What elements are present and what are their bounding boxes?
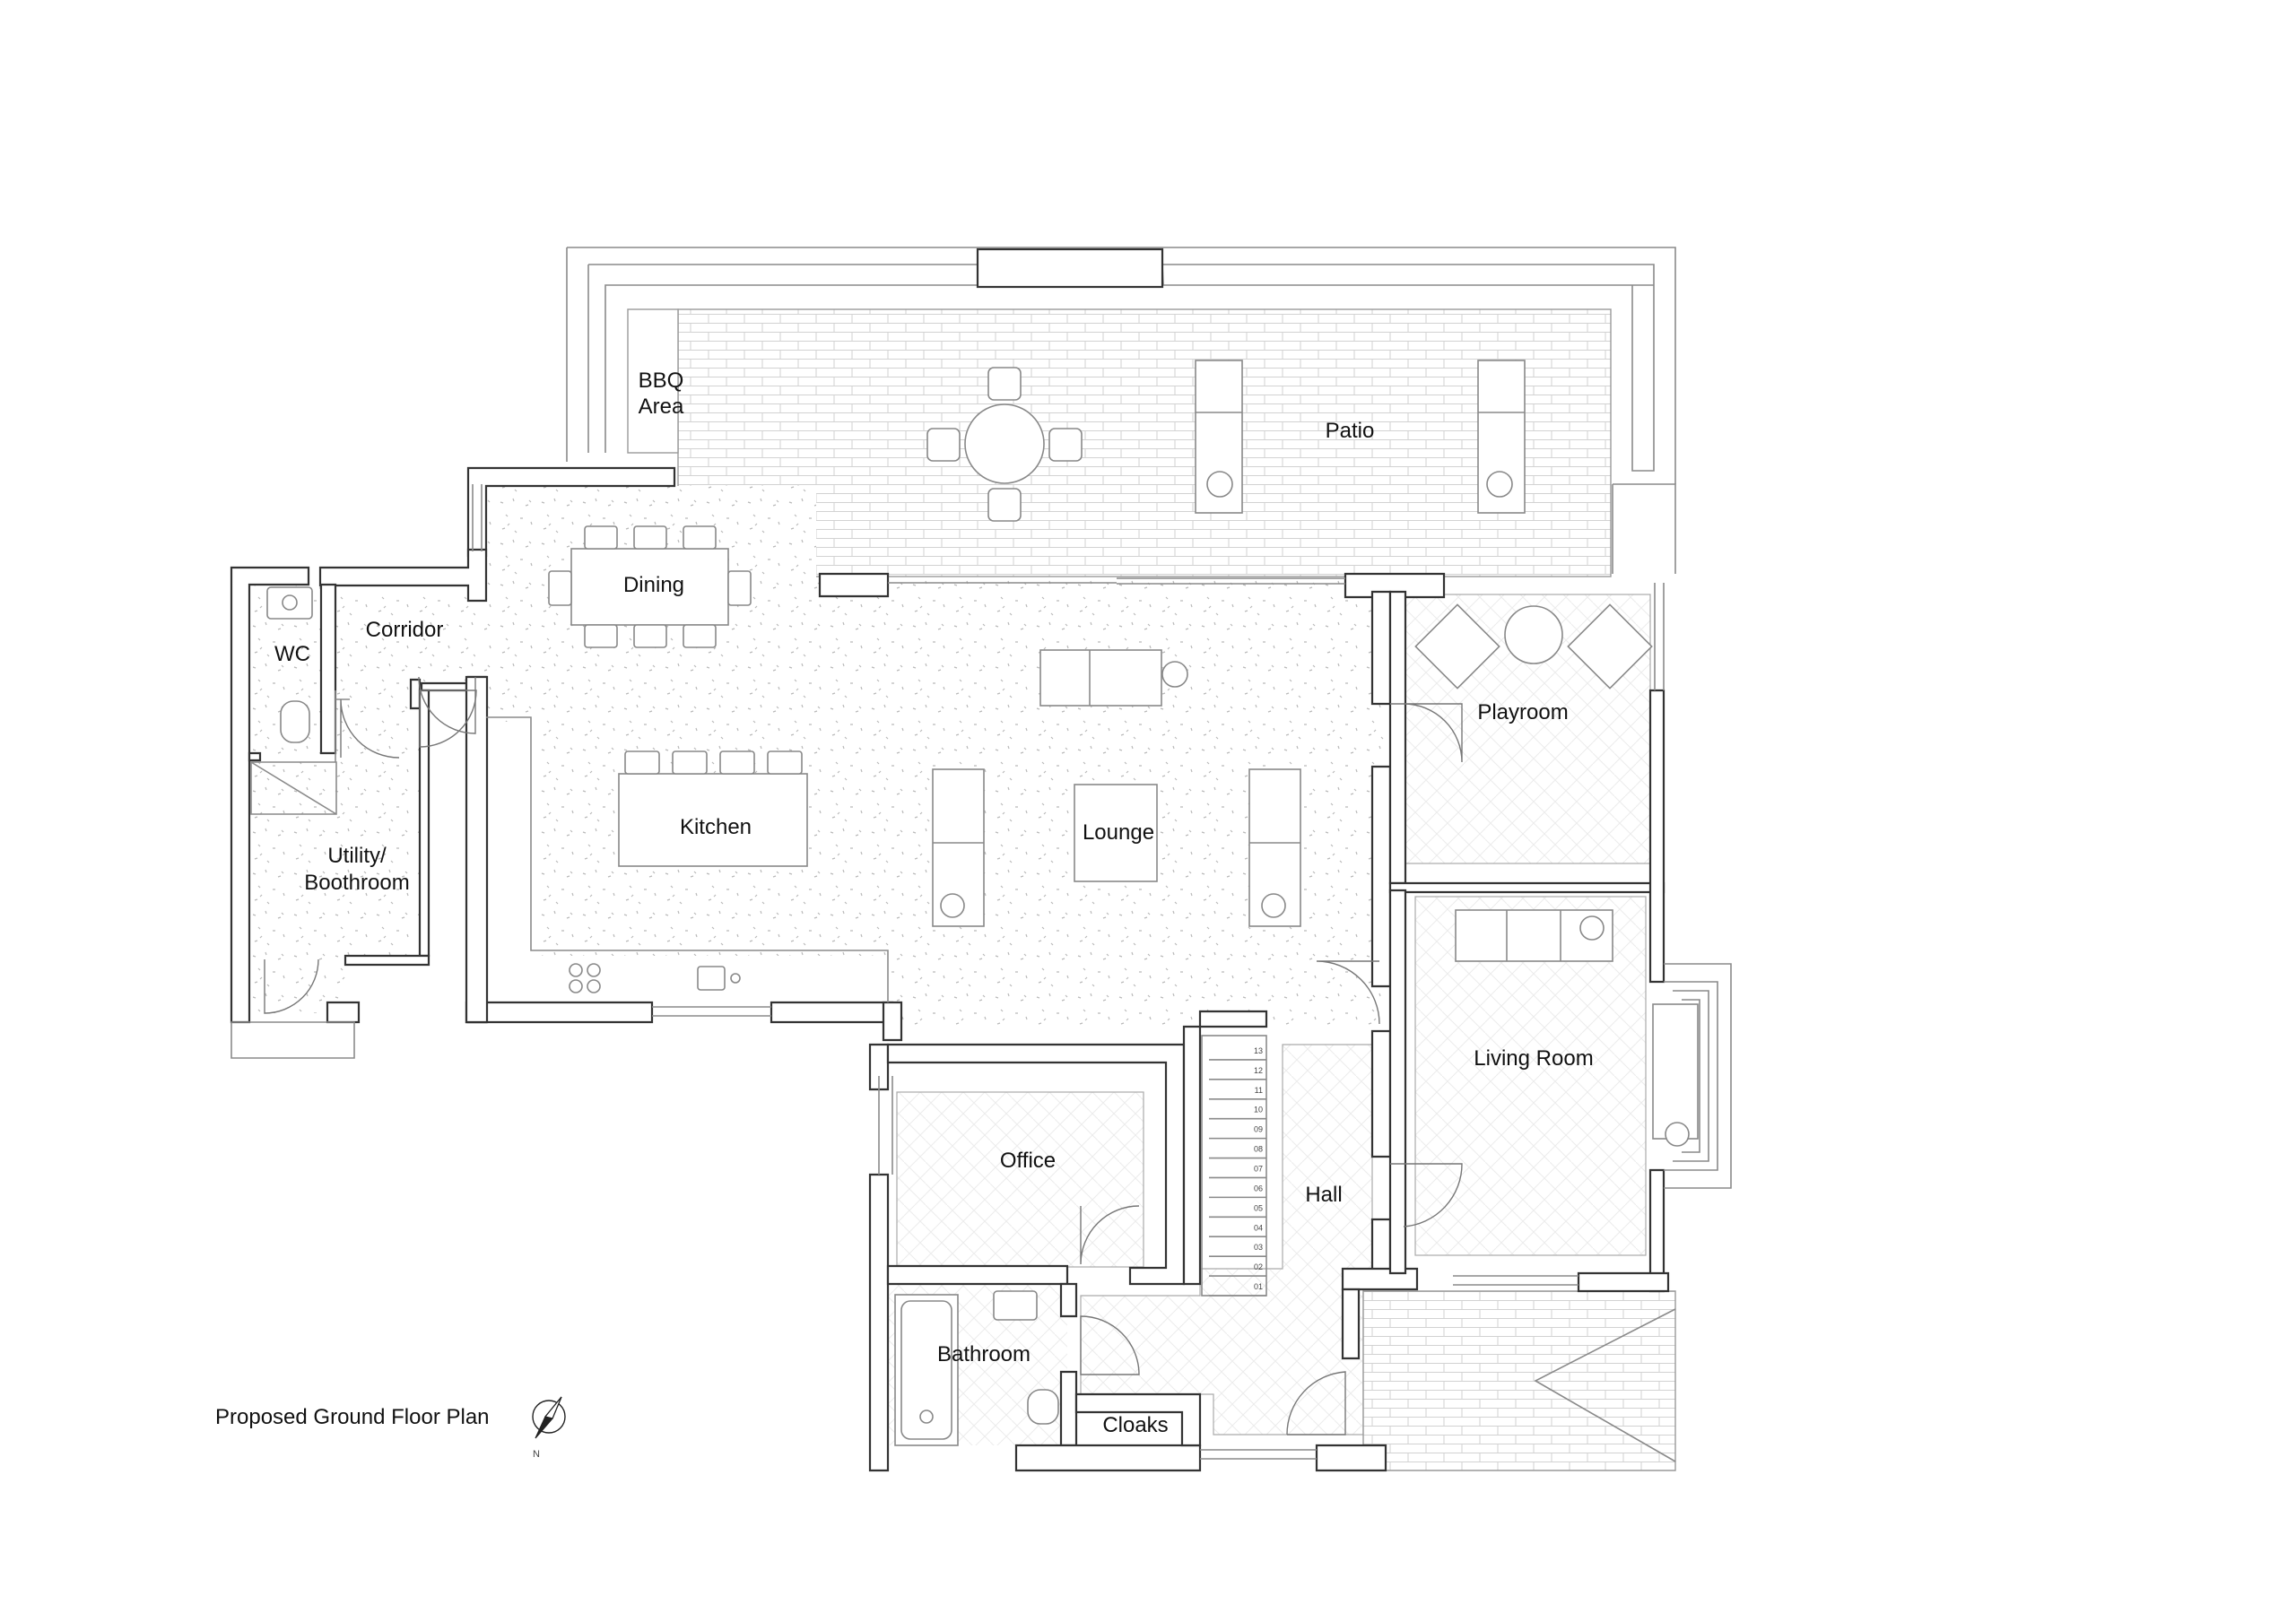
kitchen-label: Kitchen xyxy=(680,815,752,839)
office-label: Office xyxy=(1000,1149,1056,1173)
sun-lounger xyxy=(1477,360,1526,514)
staircase: 13 12 11 10 09 08 07 06 05 04 03 02 01 xyxy=(1201,1035,1267,1297)
kitchen-island xyxy=(618,750,808,867)
windows xyxy=(472,484,1665,1460)
bbq-label: BBQ xyxy=(639,369,684,393)
stair-step-number: 08 xyxy=(1254,1145,1263,1154)
north-arrow-icon: N xyxy=(532,1396,566,1460)
stair-step-number: 06 xyxy=(1254,1184,1263,1193)
coffee-table xyxy=(1074,784,1158,882)
stair-step-number: 02 xyxy=(1254,1262,1263,1271)
wc-fixtures xyxy=(250,586,337,815)
lounge-label: Lounge xyxy=(1083,820,1154,845)
playroom-label: Playroom xyxy=(1477,700,1568,724)
stair-step-number: 05 xyxy=(1254,1203,1263,1212)
kitchen-worktop xyxy=(569,963,741,993)
office-floor xyxy=(896,1091,1144,1268)
corridor-label: Corridor xyxy=(366,618,444,642)
cloaks-label: Cloaks xyxy=(1102,1413,1168,1437)
stair-step-number: 12 xyxy=(1254,1066,1263,1075)
utility-label: Utility/ xyxy=(327,844,387,868)
living-room-label: Living Room xyxy=(1474,1046,1593,1071)
living-room-sofa xyxy=(1652,1003,1699,1147)
dining-label: Dining xyxy=(623,573,684,597)
front-terrace xyxy=(1362,1290,1676,1471)
doors xyxy=(264,676,1463,1436)
living-room-sofa xyxy=(1455,909,1613,962)
internal-walls xyxy=(230,583,1732,1189)
stair-step-number: 09 xyxy=(1254,1125,1263,1134)
stair-step-number: 01 xyxy=(1254,1282,1263,1291)
lounge-sofa xyxy=(1039,649,1188,707)
lounge-sofa xyxy=(1248,768,1301,927)
playroom-chairs xyxy=(1414,603,1653,690)
stair-step-number: 03 xyxy=(1254,1243,1263,1252)
stair-step-number: 13 xyxy=(1254,1046,1263,1055)
north-label: N xyxy=(533,1449,540,1460)
patio-paving xyxy=(677,308,1612,577)
garden-wall xyxy=(566,247,1676,574)
patio-dining-set xyxy=(926,367,1083,522)
hall-label: Hall xyxy=(1305,1183,1342,1207)
bathroom-label: Bathroom xyxy=(937,1342,1031,1366)
sun-lounger xyxy=(1195,360,1243,514)
dining-table xyxy=(548,525,752,648)
stair-step-number: 07 xyxy=(1254,1165,1263,1174)
stair-step-number: 11 xyxy=(1255,1086,1263,1095)
stair-step-number: 10 xyxy=(1254,1106,1263,1115)
bbq-label: Area xyxy=(639,395,684,419)
bathroom-fixtures xyxy=(894,1290,1059,1446)
stair-step-number: 04 xyxy=(1254,1223,1263,1232)
bbq-area xyxy=(627,308,679,454)
lounge-sofa xyxy=(932,768,985,927)
wc-label: WC xyxy=(274,642,310,666)
utility-label: Boothroom xyxy=(304,871,409,895)
patio-label: Patio xyxy=(1326,419,1375,443)
plan-title: Proposed Ground Floor Plan xyxy=(215,1405,490,1429)
